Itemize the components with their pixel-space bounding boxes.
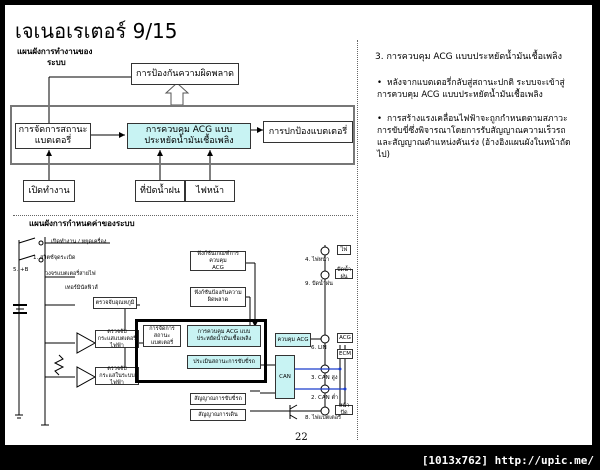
headlight-box: ไฟหน้า bbox=[185, 180, 235, 202]
bullet-icon: • bbox=[377, 114, 383, 124]
right-bullet-2: •การสร้างแรงเคลื่อนไฟฟ้าจะถูกกำหนดตามสภา… bbox=[377, 113, 577, 161]
label-can-high: 3. CAN สูง bbox=[311, 375, 338, 381]
bullet-icon: • bbox=[377, 78, 383, 88]
acg-box-small: ACG bbox=[337, 333, 353, 343]
label-fuse: เทอร์มินัลฟิวส์ bbox=[65, 285, 98, 291]
current-sensor-2-box: ตรวจจับ กระแสในระบบไฟฟ้า bbox=[95, 366, 139, 386]
current-sensor-1-box: ตรวจจับ กระแสแบตเตอรี่ไฟฟ้า bbox=[95, 329, 139, 349]
vertical-divider bbox=[357, 40, 358, 440]
slide: เจเนอเรเตอร์ 9/15 แผนผังการทำงานของ ระบบ… bbox=[5, 5, 592, 445]
label-ignition: 1. สวิตช์จุดระเบิด bbox=[33, 255, 76, 261]
idle-signal-box: สัญญาณการเดิน bbox=[190, 409, 246, 421]
fault-detect-box: ฟังก์ชันป้องกันความ ผิดพลาด bbox=[190, 287, 246, 307]
state-mgmt-box: การจัดการ สถานะแบตเตอรี่ bbox=[143, 325, 181, 347]
label-terminal-b: 5. +B bbox=[13, 267, 29, 273]
top-diagram-heading-2: ระบบ bbox=[47, 58, 66, 67]
acg-control-box: ควบคุม ACG bbox=[275, 333, 311, 347]
label-can-low: 2. CAN ต่ำ bbox=[311, 395, 339, 401]
page-number: 22 bbox=[295, 432, 308, 443]
control-frame bbox=[10, 105, 355, 165]
label-gnd: 8. ไฟแบตเตอรี่ bbox=[305, 415, 341, 421]
label-run-stop: เปิดทำงาน / หยุดเครื่อง bbox=[51, 239, 107, 245]
driving-eval-box: ประเมินสถานะการขับขี่รถ bbox=[187, 355, 261, 369]
battery-temp-sensor-box: ตรวจจับอุณหภูมิ bbox=[93, 297, 137, 309]
label-wiper-switch: 9. ปัดน้ำฝน bbox=[305, 281, 333, 287]
ecu-core-frame bbox=[135, 319, 267, 383]
indicator-box: หน้าปัด bbox=[335, 403, 353, 416]
bullet-2-text: การสร้างแรงเคลื่อนไฟฟ้าจะถูกกำหนดตามสภาว… bbox=[377, 114, 571, 160]
label-lin: 6. LIN bbox=[311, 345, 327, 351]
drive-signal-box: สัญญาณการขับขี่รถ bbox=[190, 393, 246, 405]
acg-fuel-saving-box: การควบคุม ACG แบบ ประหยัดน้ำมันเชื้อเพลิ… bbox=[127, 123, 251, 149]
load-request-box: ฟังก์ชันเกณฑ์การควบคุม ACG bbox=[190, 251, 246, 271]
battery-protection-box: การปกป้องแบตเตอรี่ bbox=[263, 121, 353, 143]
wiring-diagram bbox=[13, 237, 347, 426]
wiper-box: ที่ปัดน้ำฝน bbox=[135, 180, 185, 202]
label-battery-feed: วงจรแบตเตอรี่สายไฟ bbox=[45, 271, 96, 277]
section-divider bbox=[13, 215, 353, 216]
ecm-box: ECM bbox=[337, 349, 353, 359]
battery-state-mgmt-box: การจัดการสถานะ แบตเตอรี่ bbox=[15, 123, 91, 149]
right-bullet-1: •หลังจากแบตเตอรี่กลับสู่สถานะปกติ ระบบจะ… bbox=[377, 77, 577, 101]
start-box: เปิดทำงาน bbox=[23, 180, 75, 202]
can-box: CAN bbox=[275, 355, 295, 399]
bottom-diagram-heading: แผนผังการกำหนดค่าของระบบ bbox=[29, 219, 135, 228]
top-diagram-heading-1: แผนผังการทำงานของ bbox=[17, 47, 93, 56]
top-diagram-connectors bbox=[46, 76, 263, 180]
wiper-box-small: ปัดน้ำฝน bbox=[335, 267, 353, 280]
slide-title: เจเนอเรเตอร์ 9/15 bbox=[15, 19, 178, 43]
acg-fuel-control-box: การควบคุม ACG แบบ ประหยัดน้ำมันเชื้อเพลิ… bbox=[187, 325, 261, 347]
fault-protection-box: การป้องกันความผิดพลาด bbox=[131, 63, 239, 85]
right-panel-heading: 3. การควบคุม ACG แบบประหยัดน้ำมันเชื้อเพ… bbox=[375, 52, 562, 62]
watermark: [1013x762] http://upic.me/ bbox=[421, 454, 594, 467]
lamp-box: ไฟ bbox=[337, 245, 351, 255]
label-lamp-switch: 4. ไฟหน้า bbox=[305, 257, 330, 263]
bullet-1-text: หลังจากแบตเตอรี่กลับสู่สถานะปกติ ระบบจะเ… bbox=[377, 78, 565, 100]
